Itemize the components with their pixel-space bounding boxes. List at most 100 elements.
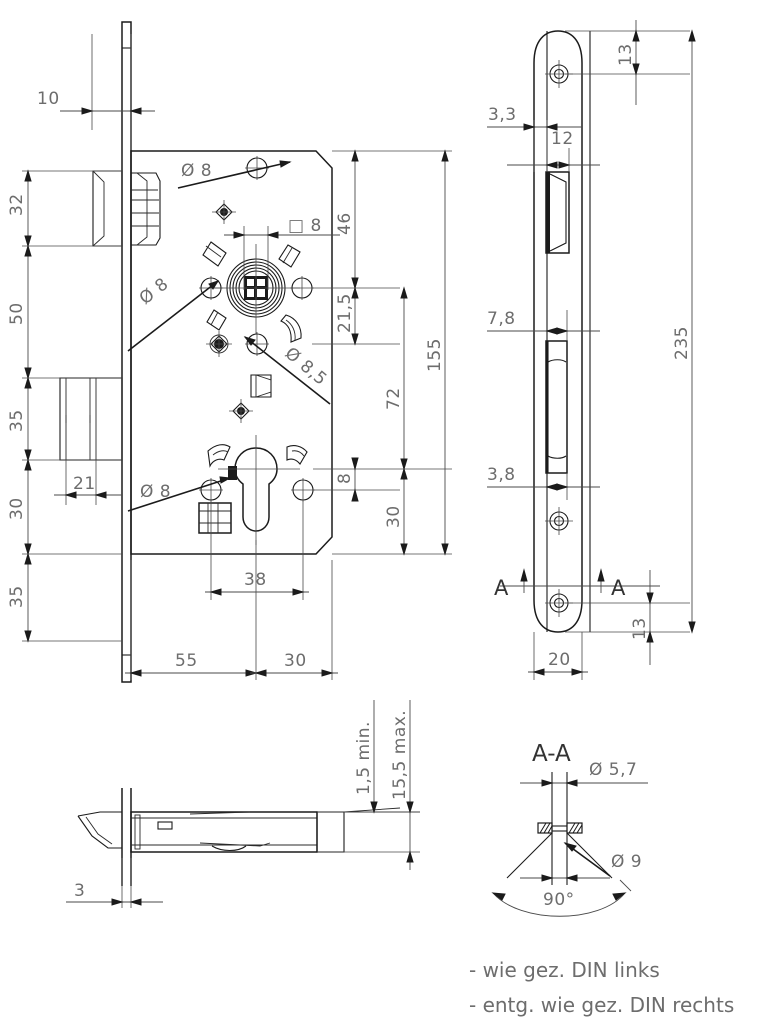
section-aa-group: A-A Ø 5,7 [491,741,648,917]
dim-55-label: 55 [175,651,198,671]
faceplate-front-outline [533,30,583,633]
cone-left [506,832,553,879]
angle-90: 90° [491,879,632,917]
dim-bolt-block: 35 [7,409,27,432]
dim-90-label: 90° [543,890,575,910]
striker-block [198,502,232,534]
dim-78: 7,8 [487,309,600,341]
latch-tail-bevel [136,172,148,246]
dim-38-label: 38 [244,570,267,590]
section-plate [537,822,583,834]
latch-tail-body [130,172,161,246]
dim-38s-label: 3,8 [487,465,516,485]
leader-hole-left [127,280,219,352]
dim-3: 3 [66,858,163,908]
lock-case-outline [130,150,333,555]
hole-left-of-follower [199,276,223,300]
dim-top-13: 13 [565,20,690,105]
dim-155-label: 155 [425,338,445,372]
dim-33: 3,3 [487,105,582,172]
dim-12-label: 12 [551,129,574,149]
section-label-a-left: A [494,576,509,600]
slot-upper-right [278,244,301,268]
dim-top-13-label: 13 [616,43,636,66]
dim-46-label: 46 [335,212,355,235]
dim-cylinder-zone: 30 [7,497,27,520]
section-label-a-right: A [611,576,626,600]
dim-bore-57: Ø 5,7 [520,760,648,787]
rivet-upper [212,200,236,224]
dim-8-label: 8 [335,473,355,484]
spring-slots-group [202,241,308,468]
section-aa-title: A-A [532,741,571,767]
leader-hole-lower [127,477,231,512]
dim-square-8 [224,226,340,290]
rivet-lower [229,399,253,423]
dim-cyl-to-follower: 38 [205,500,309,600]
dim-top-offset: 10 [37,34,155,150]
callout-hole-top: Ø 8 [181,161,212,181]
dim-backset: 55 30 [125,540,338,680]
dim-30-right-label: 30 [384,505,404,528]
dim-bolt-width-label: 21 [73,474,96,494]
faceplate-mid-screw [545,507,573,535]
dim-38s: 3,8 [487,465,600,500]
dim-counter-9: Ø 9 [520,842,642,882]
dim-30-label: 30 [284,651,307,671]
dim-215-label: 21,5 [335,293,355,333]
dim-top-offset-label: 10 [37,89,60,109]
topview-follower-shadow [211,845,247,852]
dim-15-min-label: 1,5 min. [354,721,374,795]
dim-235-label: 235 [672,326,692,360]
side-view-group: 13 3,3 12 7,8 [487,20,696,680]
slot-upper-left [202,241,227,267]
note-line-2: - entg. wie gez. DIN rechts [469,993,734,1017]
dim-3-label: 3 [74,881,85,901]
dim-235: 235 [672,29,696,634]
slot-cyl-upper-left [207,444,231,468]
dim-72-label: 72 [384,387,404,410]
follower-assembly [212,244,300,334]
cone-right [566,832,613,879]
cylinder-cam-stop [228,466,237,480]
dim-bottom-13-label: 13 [630,617,650,640]
slot-lower-right [280,314,302,343]
leader-cyl-bore [244,336,331,405]
dim-bottom-13: 13 [565,570,690,665]
callout-square-follower: □ 8 [288,216,322,236]
dim-33-label: 3,3 [488,105,517,125]
dim-left-chain: 32 50 35 30 35 [7,169,122,643]
rivet-mid [206,331,232,357]
dim-bolt-width: 21 [54,460,122,505]
notes-group: - wie gez. DIN links - entg. wie gez. DI… [469,958,734,1017]
hole-below-follower [245,332,269,356]
dim-20-label: 20 [548,650,571,670]
euro-cylinder-cutout [218,435,300,545]
wedge-marker [250,374,272,398]
section-marks-aa: A A [494,568,660,600]
dim-bore-57-label: Ø 5,7 [589,760,637,780]
rivet-markers-group [206,200,253,423]
topview-latch-nose-top [77,811,122,817]
topview-latch-nose-bevel [77,815,122,849]
note-line-1: - wie gez. DIN links [469,958,660,982]
callout-hole-lower-left: Ø 8 [140,482,171,502]
slot-lower-left [206,309,227,331]
dim-155-max-label: 15,5 max. [390,710,410,800]
latch-bolt-bevel [92,170,105,247]
dim-78-label: 7,8 [487,309,516,329]
slot-cyl-upper-right [286,445,308,465]
dim-follower-to-latch: 50 [7,302,27,325]
section-hatching [539,822,583,834]
dim-155-max: 15,5 max. [390,700,414,870]
dim-15-min: 1,5 min. [317,700,420,853]
bolt-window [545,340,568,474]
dim-lower-zone: 35 [7,585,27,608]
dim-right-chain: 46 21,5 8 72 30 155 [312,149,452,556]
dim-12: 12 [507,129,600,172]
leader-hole-top [177,161,291,189]
dim-20: 20 [528,632,588,680]
